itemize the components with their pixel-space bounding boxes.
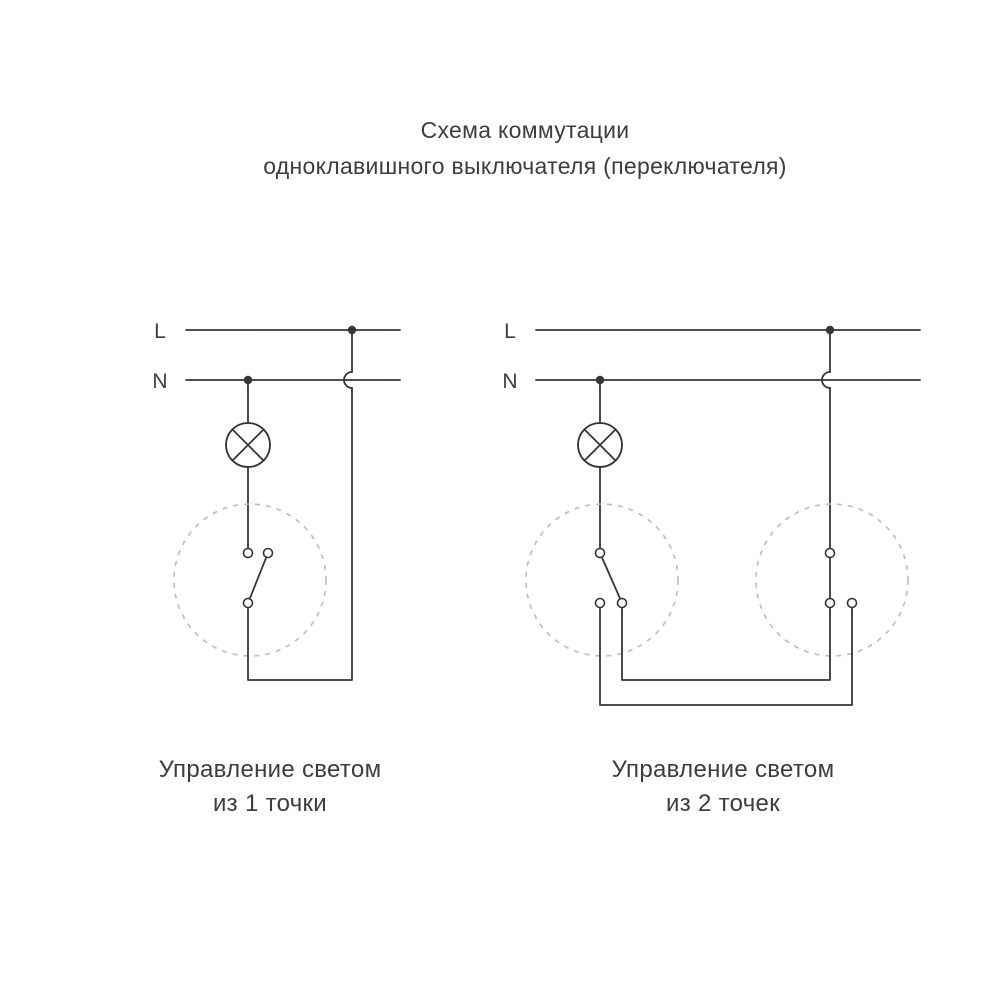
switch-1-boundary-circle [525,503,679,657]
title-line-1: Схема коммутации [420,117,630,143]
switch-1-contact-bottom-right [616,597,628,609]
lamp-icon [225,422,271,468]
switch-2-contact-bottom-right [846,597,858,609]
wire-hop-over-n [821,371,831,389]
caption-single-point: Управление светом из 1 точки [70,753,470,821]
switch-1-contact-bottom-left [594,597,606,609]
switch-2-contact-common [824,547,836,559]
switch-1-lever [600,556,622,600]
title-line-2: одноклавишного выключателя (переключател… [263,153,787,179]
switch-2-contact-bottom-left [824,597,836,609]
traveller-wire-upper [621,606,831,681]
diagram-two-switches: L N [502,320,921,706]
switch-1-contact-common [594,547,606,559]
line-n-label: N [152,370,167,393]
caption-single-point-line-1: Управление светом [158,756,382,783]
switch-contact-top-right [262,547,274,559]
switch-lever [248,556,268,600]
line-n-label: N [502,370,517,393]
switch-boundary-circle [173,503,327,657]
traveller-wire-lower [599,606,853,706]
wire-hop-over-n [343,371,353,389]
switch-contact-top-left [242,547,254,559]
line-l-label: L [504,320,516,343]
page-title: Схема коммутации одноклавишного выключат… [25,112,1000,184]
switch-2-boundary-circle [755,503,909,657]
caption-two-points-line-2: из 2 точек [666,790,780,817]
caption-single-point-line-2: из 1 точки [212,790,328,817]
caption-two-points: Управление светом из 2 точек [523,753,923,821]
line-l-label: L [154,320,166,343]
diagram-single-switch: L N [152,320,401,681]
switch-contact-common [242,597,254,609]
lamp-icon [577,422,623,468]
caption-two-points-line-1: Управление светом [611,756,835,783]
return-wire-switch-to-l [247,387,353,681]
